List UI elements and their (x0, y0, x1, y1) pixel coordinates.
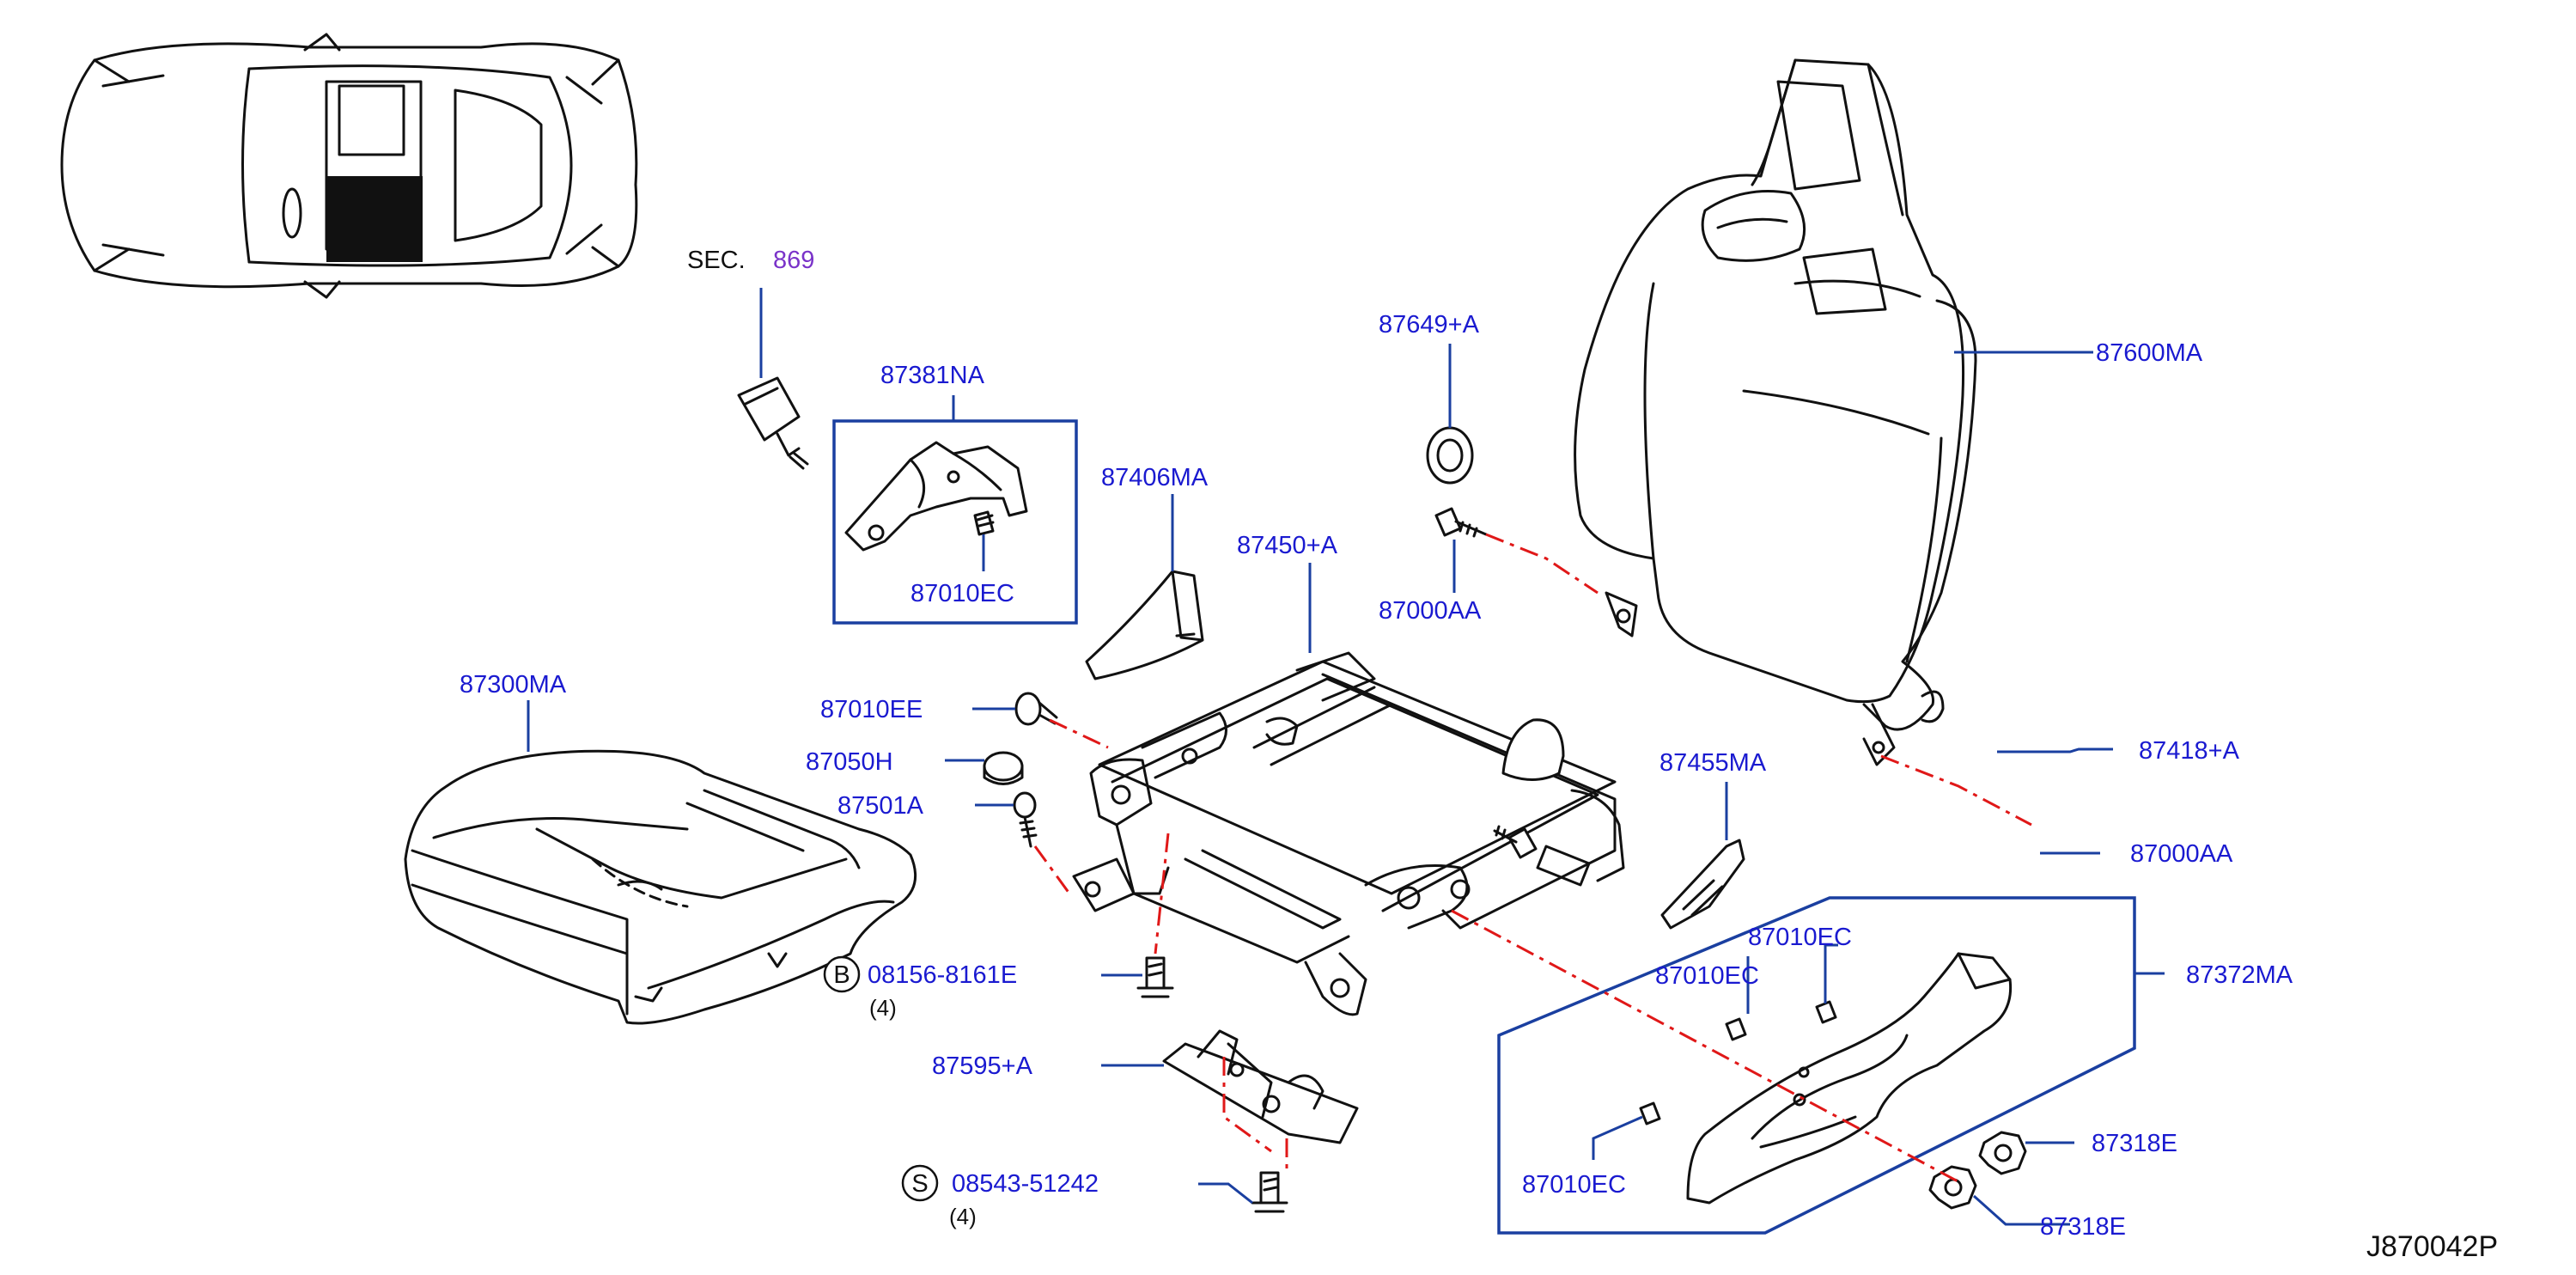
finisher-87406ma (1085, 570, 1204, 680)
diagram-reference-code: J870042P (2366, 1230, 2498, 1263)
badge-circle-b (823, 955, 861, 993)
label-87595a[interactable]: 87595+A (932, 1052, 1033, 1080)
fastener-87010ee (1014, 692, 1058, 726)
alignment-lines (1033, 533, 2032, 1186)
finisher-87372ma (1686, 952, 2013, 1205)
label-87010ee[interactable]: 87010EE (820, 696, 923, 723)
label-87406ma[interactable]: 87406MA (1101, 464, 1209, 491)
leader-lines (527, 288, 2165, 1226)
label-87455ma[interactable]: 87455MA (1659, 749, 1767, 777)
label-87318e-a[interactable]: 87318E (2092, 1130, 2177, 1157)
label-87050h[interactable]: 87050H (806, 748, 893, 776)
cap-87050h (983, 751, 1024, 785)
badge-letter-b: B (833, 961, 850, 989)
bracket-87595a (1162, 1029, 1359, 1144)
label-87010ec-c[interactable]: 87010EC (1522, 1171, 1626, 1199)
inset-outline-87372ma (1497, 896, 2136, 1235)
label-08543-51242[interactable]: 08543-51242 (952, 1170, 1099, 1198)
bolt-87000aa-top (1434, 507, 1488, 538)
clip-87010ec-c (1639, 1101, 1661, 1126)
seat-cushion-illustration (404, 749, 917, 1025)
seatbelt-buckle-illustration (737, 376, 809, 470)
cover-87418a (1501, 718, 1565, 781)
badge-letter-s: S (911, 1170, 928, 1198)
bolt-08156-8161e (1136, 956, 1174, 998)
label-87501a[interactable]: 87501A (837, 792, 924, 820)
trim-cap-87649a (1426, 426, 1474, 485)
knob-87318e-a (1978, 1131, 2027, 1175)
bolt-87000aa-bottom (1493, 825, 1538, 859)
label-08156-8161e[interactable]: 08156-8161E (868, 961, 1017, 989)
finisher-87455ma (1660, 839, 1745, 930)
bolt-87501a (1013, 791, 1038, 848)
label-87010ec-box[interactable]: 87010EC (910, 580, 1014, 607)
label-87649a[interactable]: 87649+A (1379, 311, 1480, 339)
label-87381na[interactable]: 87381NA (880, 362, 985, 389)
label-87000aa-top[interactable]: 87000AA (1379, 597, 1482, 625)
inset-box-87381na (832, 419, 1078, 625)
qty-08543-51242: (4) (949, 1204, 977, 1229)
label-87372ma[interactable]: 87372MA (2186, 961, 2293, 989)
seat-location-marker (326, 176, 423, 262)
bolt-08543-51242 (1251, 1171, 1288, 1213)
label-87600ma[interactable]: 87600MA (2096, 339, 2203, 367)
clip-87010ec-b (1815, 1000, 1837, 1024)
badge-circle-s (901, 1164, 939, 1202)
seatback-illustration (1574, 58, 1977, 766)
clip-87010ec-a (1725, 1017, 1747, 1041)
finisher-87381na (844, 441, 1028, 552)
label-87318e-b[interactable]: 87318E (2040, 1213, 2126, 1241)
section-prefix: SEC. (687, 247, 746, 274)
section-link-869[interactable]: 869 (773, 247, 814, 274)
label-87010ec-b[interactable]: 87010EC (1748, 924, 1852, 951)
qty-08156-8161e: (4) (869, 995, 897, 1021)
label-87450a[interactable]: 87450+A (1237, 532, 1338, 559)
clip-87010ec-box (973, 510, 995, 536)
label-87418a[interactable]: 87418+A (2139, 737, 2240, 765)
label-87010ec-a[interactable]: 87010EC (1655, 962, 1759, 990)
knob-87318e-b (1928, 1165, 1977, 1210)
car-locator-illustration (60, 33, 638, 299)
label-87300ma[interactable]: 87300MA (460, 671, 567, 699)
label-87000aa-bottom[interactable]: 87000AA (2130, 840, 2233, 868)
